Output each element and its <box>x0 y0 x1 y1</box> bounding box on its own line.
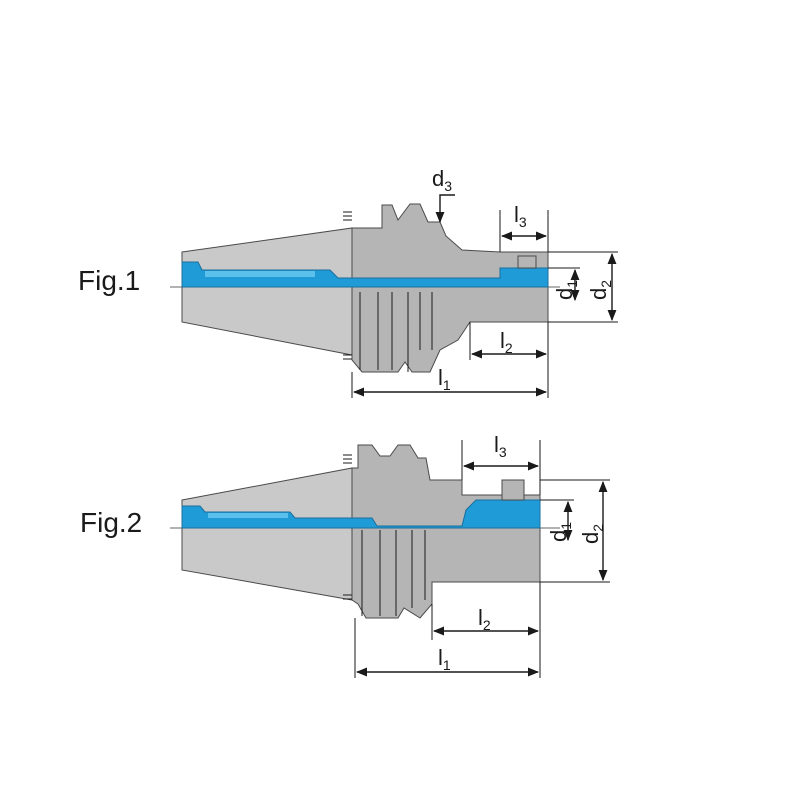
figure-2-bore-highlight <box>208 513 288 518</box>
figure-1-set-screw <box>517 255 537 269</box>
figure-1-label: Fig.1 <box>78 265 140 296</box>
figure-2-l2-label: l2 <box>478 605 491 633</box>
figure-1-notch-marks <box>343 211 352 360</box>
figure-2-label: Fig.2 <box>80 507 142 538</box>
figure-2-d1-label: d1 <box>546 522 574 542</box>
figure-2-groove <box>361 530 426 616</box>
figure-2: Fig.2 l3 d1 d2 <box>80 432 610 678</box>
figure-2-flange <box>351 444 541 619</box>
figure-2-bore <box>181 499 541 529</box>
figure-1: Fig.1 d3 l3 d1 <box>78 166 618 398</box>
figure-1-bore-highlight <box>205 271 315 277</box>
figure-1-groove <box>359 292 433 372</box>
figure-1-d3-label: d3 <box>432 166 452 194</box>
figure-1-d1-label: d1 <box>552 280 580 300</box>
figure-2-d2-label: d2 <box>578 524 606 544</box>
figure-1-l1-label: l1 <box>438 365 451 393</box>
figure-2-l1-label: l1 <box>438 645 451 673</box>
figure-2-set-screw <box>501 479 525 501</box>
figure-2-l3-label: l3 <box>494 432 507 460</box>
figure-1-l2-label: l2 <box>500 328 513 356</box>
figure-1-taper <box>181 227 353 356</box>
figure-1-d3-leader <box>435 194 455 224</box>
figure-1-flange <box>351 203 549 373</box>
figure-2-notch-marks <box>343 454 352 600</box>
figure-1-bore <box>181 261 549 288</box>
figure-1-d2-label: d2 <box>586 280 614 300</box>
figure-1-l3-label: l3 <box>514 202 527 230</box>
figure-2-taper <box>181 467 353 601</box>
